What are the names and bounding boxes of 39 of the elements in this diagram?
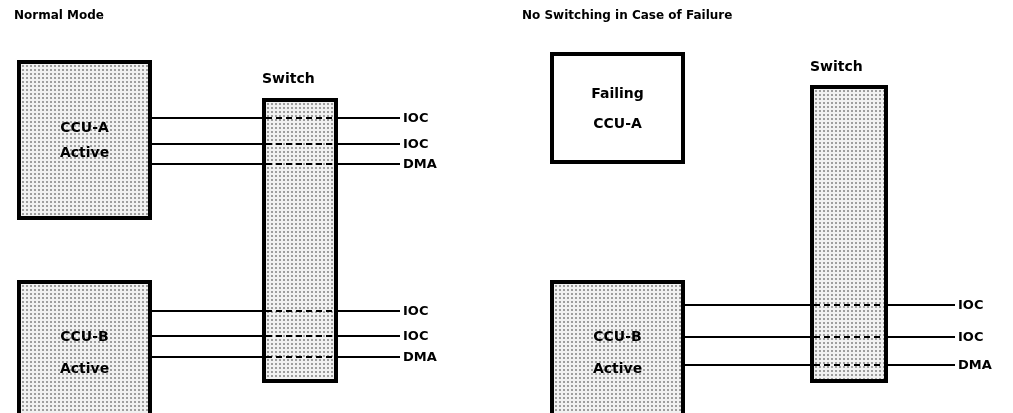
port-label: DMA [403, 156, 437, 172]
connector-line [887, 336, 956, 338]
port-label: DMA [958, 357, 992, 373]
connector-line [151, 163, 263, 165]
port-label: IOC [403, 110, 429, 126]
panel-title: Normal Mode [14, 8, 104, 22]
port-label: IOC [958, 297, 984, 313]
connector-line [684, 336, 811, 338]
ccu-box [550, 280, 685, 413]
port-label: DMA [403, 349, 437, 365]
port-label: IOC [403, 303, 429, 319]
port-label: IOC [403, 136, 429, 152]
connector-line [151, 117, 263, 119]
panel-title: No Switching in Case of Failure [522, 8, 733, 22]
connector-line [337, 356, 401, 358]
connector-line [337, 163, 401, 165]
connector-line [337, 117, 401, 119]
connector-line [151, 310, 263, 312]
port-label: IOC [958, 329, 984, 345]
connector-line [151, 143, 263, 145]
port-label: IOC [403, 328, 429, 344]
connector-line [684, 304, 811, 306]
ccu-label: Failing CCU-A [590, 84, 645, 133]
ccu-label: CCU-A Active [58, 118, 111, 162]
connector-line [887, 304, 956, 306]
switch-label: Switch [262, 70, 315, 86]
ccu-box [550, 52, 685, 164]
switch-label: Switch [810, 58, 863, 74]
ccu-label: CCU-B Active [591, 327, 644, 378]
connector-line [337, 335, 401, 337]
ccu-label: CCU-B Active [58, 327, 111, 378]
connector-line [151, 335, 263, 337]
connector-line [684, 364, 811, 366]
connector-line [337, 310, 401, 312]
connector-line [151, 356, 263, 358]
connector-line [337, 143, 401, 145]
ccu-box [17, 60, 152, 220]
ccu-box [17, 280, 152, 413]
connector-line [887, 364, 956, 366]
